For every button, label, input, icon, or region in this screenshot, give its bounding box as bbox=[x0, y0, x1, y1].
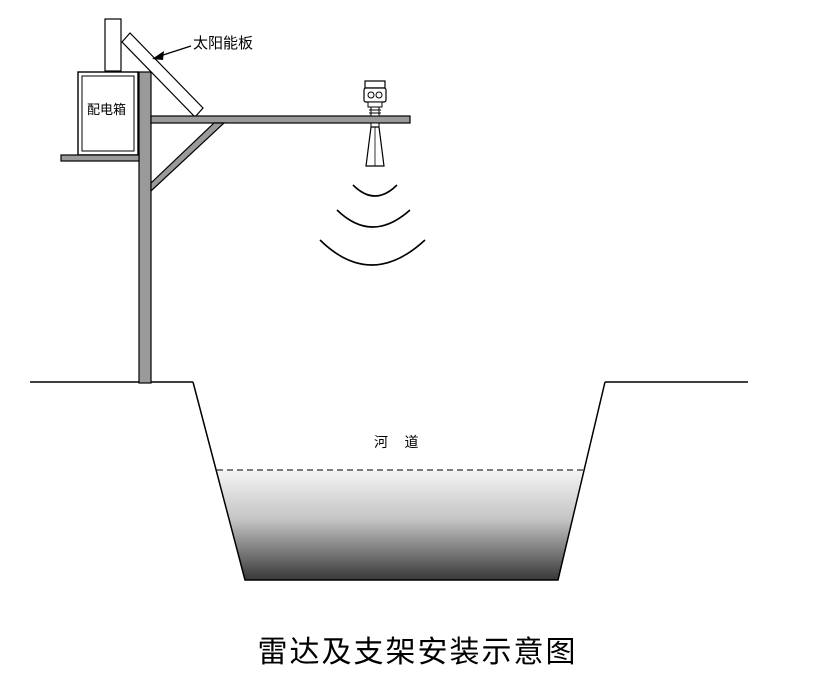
radar-wave-1 bbox=[352, 184, 398, 197]
diagram-caption: 雷达及支架安装示意图 bbox=[257, 635, 578, 670]
top-post bbox=[104, 18, 122, 72]
box-shelf bbox=[60, 154, 140, 162]
support-pole bbox=[138, 71, 152, 384]
solar-panel-label: 太阳能板 bbox=[193, 34, 254, 52]
solar-panel-arrow-line bbox=[159, 45, 192, 57]
radar-sensor bbox=[363, 80, 387, 117]
radar-wave-2 bbox=[336, 209, 411, 228]
solar-panel bbox=[121, 32, 204, 118]
river-channel bbox=[192, 381, 606, 581]
radar-antenna bbox=[365, 122, 385, 167]
distribution-box-inner bbox=[81, 75, 135, 152]
river-water bbox=[217, 470, 583, 580]
distribution-box-label: 配电箱 bbox=[87, 103, 127, 118]
support-arm bbox=[150, 115, 411, 124]
solar-panel-arrow-head bbox=[152, 51, 164, 60]
river-label: 河 道 bbox=[374, 435, 425, 451]
support-brace bbox=[150, 122, 226, 193]
radar-wave-3 bbox=[319, 239, 426, 266]
